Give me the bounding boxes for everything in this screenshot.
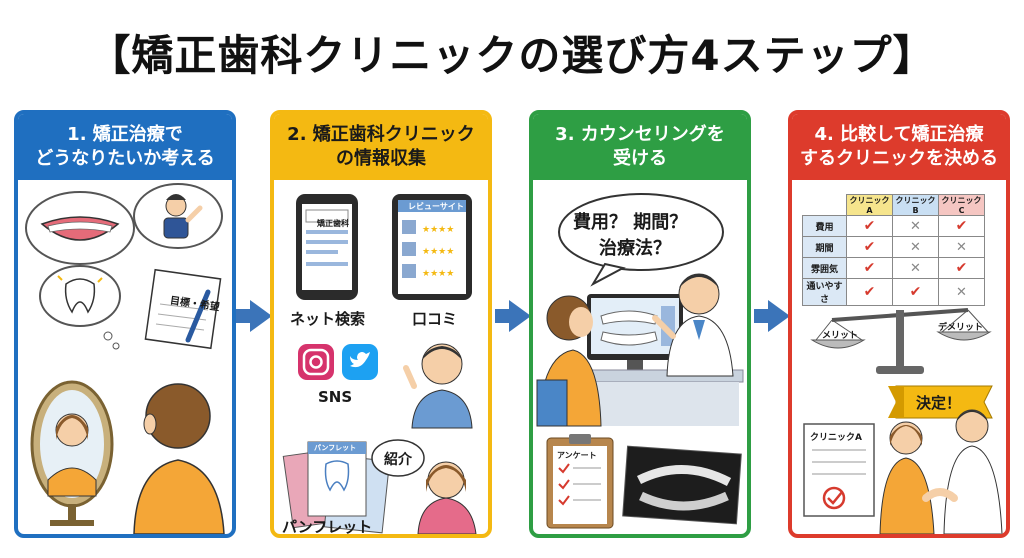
step-4-header-line-1: 4. 比較して矯正治療 (814, 124, 984, 145)
table-row: 費用 ✔ ✕ ✔ (802, 215, 985, 237)
comparison-table: クリニックA クリニックB クリニックC 費用 ✔ ✕ ✔ 期間 ✔ ✕ ✕ 雰… (802, 194, 985, 306)
pamphlet-label: パンフレット (282, 518, 373, 536)
table-row-label: 費用 (802, 215, 847, 237)
table-row: 期間 ✔ ✕ ✕ (802, 236, 985, 258)
instagram-icon (298, 344, 334, 380)
step-1-illustration: 目標・希望 (18, 180, 232, 534)
clipboard-icon (546, 434, 614, 529)
page-title: 【矯正歯科クリニックの選び方4ステップ】 (88, 31, 936, 80)
check-mark-icon: ✔ (938, 257, 985, 279)
check-mark-icon: ✔ (846, 236, 893, 258)
decision-label: 決定！ (916, 394, 962, 412)
table-row: 雰囲気 ✔ ✕ ✔ (802, 257, 985, 279)
cross-mark-icon: ✕ (892, 257, 939, 279)
pamphlet-icon (282, 441, 391, 534)
sparkling-tooth-icon (39, 265, 121, 350)
table-row-label: 雰囲気 (802, 257, 847, 279)
table-corner (802, 194, 847, 216)
check-mark-icon: ✔ (846, 257, 893, 279)
step-2-card: 2. 矯正歯科クリニック の情報収集 ★★★★ ★★★★ (270, 110, 492, 538)
merit-label: メリット (822, 331, 859, 341)
table-row: 通いやすさ ✔ ✔ ✕ (802, 278, 985, 306)
step-3-header-line-2: 受ける (613, 148, 667, 169)
tablet-title: レビューサイト (408, 202, 464, 211)
handshake-icon (879, 409, 1003, 534)
twitter-icon (342, 344, 378, 380)
table-row-label: 通いやすさ (802, 278, 847, 306)
smile-teeth-icon (25, 191, 135, 265)
pamphlet-cover-label: パンフレット (314, 444, 357, 452)
net-search-label: ネット検索 (290, 310, 366, 328)
smartphone-search-icon (296, 194, 358, 300)
step-4-illustration: クリニックA クリニックB クリニックC 費用 ✔ ✕ ✔ 期間 ✔ ✕ ✕ 雰… (792, 180, 1006, 534)
referral-label: 紹介 (384, 452, 412, 468)
table-column-header: クリニックC (938, 194, 985, 216)
pointing-man-icon (403, 343, 473, 429)
step-3-header-line-1: 3. カウンセリングを (555, 124, 725, 145)
svg-text:★★★★: ★★★★ (422, 247, 454, 257)
check-mark-icon: ✔ (938, 215, 985, 237)
speech-bubble-icon (558, 193, 724, 287)
clipboard-label: アンケート (557, 451, 597, 460)
notepad-pen-icon (144, 268, 222, 350)
cross-mark-icon: ✕ (938, 236, 985, 258)
step-4-header: 4. 比較して矯正治療 するクリニックを決める (792, 114, 1006, 180)
check-mark-icon: ✔ (892, 278, 939, 306)
step-arrow-3 (754, 300, 790, 332)
step-2-header: 2. 矯正歯科クリニック の情報収集 (274, 114, 488, 180)
speech-line-2: 治療法？ (599, 238, 671, 259)
document-label: クリニックA (810, 433, 862, 443)
check-mark-icon: ✔ (846, 215, 893, 237)
woman-back-icon (133, 383, 225, 534)
check-mark-icon: ✔ (846, 278, 893, 306)
table-header-row: クリニックA クリニックB クリニックC (802, 194, 985, 216)
dentist-icon (652, 273, 734, 377)
confident-man-icon (133, 183, 223, 249)
svg-text:★★★★: ★★★★ (422, 269, 454, 279)
tablet-review-icon: ★★★★ ★★★★ ★★★★ (392, 194, 472, 300)
demerit-label: デメリット (938, 323, 984, 333)
phone-search-text: 矯正歯科 (317, 219, 349, 228)
step-3-header: 3. カウンセリングを 受ける (533, 114, 747, 180)
step-3-card: 3. カウンセリングを 受ける (529, 110, 751, 538)
step-1-header-line-2: どうなりたいか考える (35, 148, 215, 169)
svg-text:★★★★: ★★★★ (422, 225, 454, 235)
reviews-label: 口コミ (412, 310, 458, 328)
sns-label: SNS (318, 388, 353, 406)
table-row-label: 期間 (802, 236, 847, 258)
step-2-header-line-2: の情報収集 (336, 148, 426, 169)
step-1-card: 1. 矯正治療で どうなりたいか考える (14, 110, 236, 538)
step-4-card: 4. 比較して矯正治療 するクリニックを決める クリニックA クリニックB クリ… (788, 110, 1010, 538)
step-4-header-line-2: するクリニックを決める (800, 148, 998, 169)
mirror-woman-icon (30, 380, 114, 526)
step-arrow-1 (236, 300, 272, 332)
speech-line-1: 費用？ 期間？ (573, 212, 688, 233)
table-column-header: クリニックB (892, 194, 939, 216)
table-column-header: クリニックA (846, 194, 893, 216)
cross-mark-icon: ✕ (892, 215, 939, 237)
step-1-header-line-1: 1. 矯正治療で (67, 124, 183, 145)
step-2-illustration: ★★★★ ★★★★ ★★★★ (274, 180, 488, 534)
step-1-header: 1. 矯正治療で どうなりたいか考える (18, 114, 232, 180)
step-arrow-2 (495, 300, 531, 332)
cross-mark-icon: ✕ (892, 236, 939, 258)
step-2-header-line-1: 2. 矯正歯科クリニック (287, 124, 475, 145)
xray-icon (622, 445, 742, 525)
step-3-illustration: 費用？ 期間？ 治療法？ アンケート (533, 180, 747, 534)
patient-woman-icon (536, 295, 602, 427)
cross-mark-icon: ✕ (938, 278, 985, 306)
woman-speech-icon (371, 439, 477, 534)
